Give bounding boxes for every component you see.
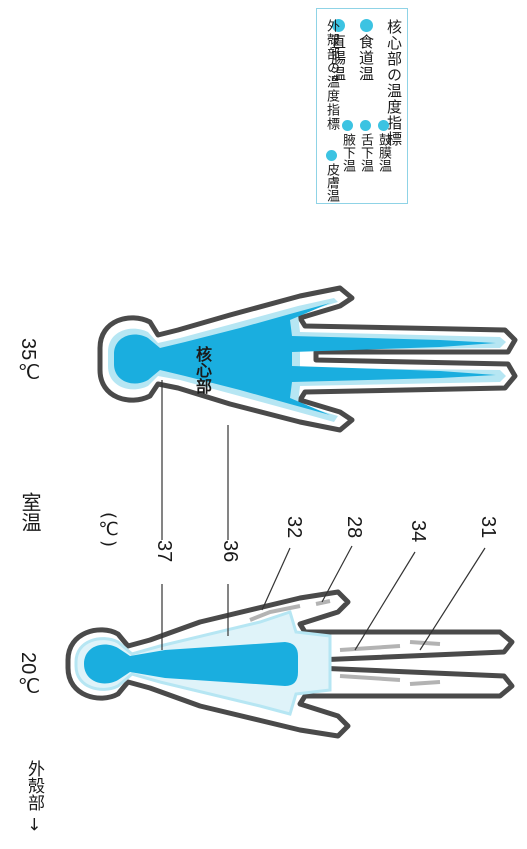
legend-core-item-1: 食道温 xyxy=(358,19,373,82)
legend-shell-item-1: 皮膚温 xyxy=(322,150,341,202)
legend-core-item-4: 舌下温 xyxy=(356,120,375,172)
isotherm-34-label: 34 xyxy=(406,520,429,542)
isotherm-37-label: 37 xyxy=(152,540,175,562)
legend-shell-heading: 外殻部の温度指標 xyxy=(325,19,338,131)
core-region-20c xyxy=(84,642,298,686)
arrow-right-icon: → xyxy=(24,817,44,831)
temp-35-label: 35℃ xyxy=(16,338,40,384)
isotherm-31-label: 31 xyxy=(476,516,499,538)
legend-core-item-3: 鼓膜温 xyxy=(374,120,393,172)
bullet-dot-icon xyxy=(326,150,337,161)
core-label: 核心部 xyxy=(190,346,214,394)
isotherm-28-label: 28 xyxy=(342,516,365,538)
room-temp-label: 室温 xyxy=(16,492,45,532)
bullet-dot-icon xyxy=(342,120,353,131)
bullet-dot-icon xyxy=(378,120,389,131)
body-figure-20c xyxy=(68,592,512,736)
bullet-dot-icon xyxy=(360,120,371,131)
temp-20-label: 20℃ xyxy=(16,652,40,698)
isotherm-32-label: 32 xyxy=(282,516,305,538)
isotherm-36-label: 36 xyxy=(218,540,241,562)
shell-label: 外殻部→ xyxy=(22,760,47,831)
unit-label: (℃) xyxy=(98,512,119,547)
bullet-dot-icon xyxy=(360,19,373,32)
